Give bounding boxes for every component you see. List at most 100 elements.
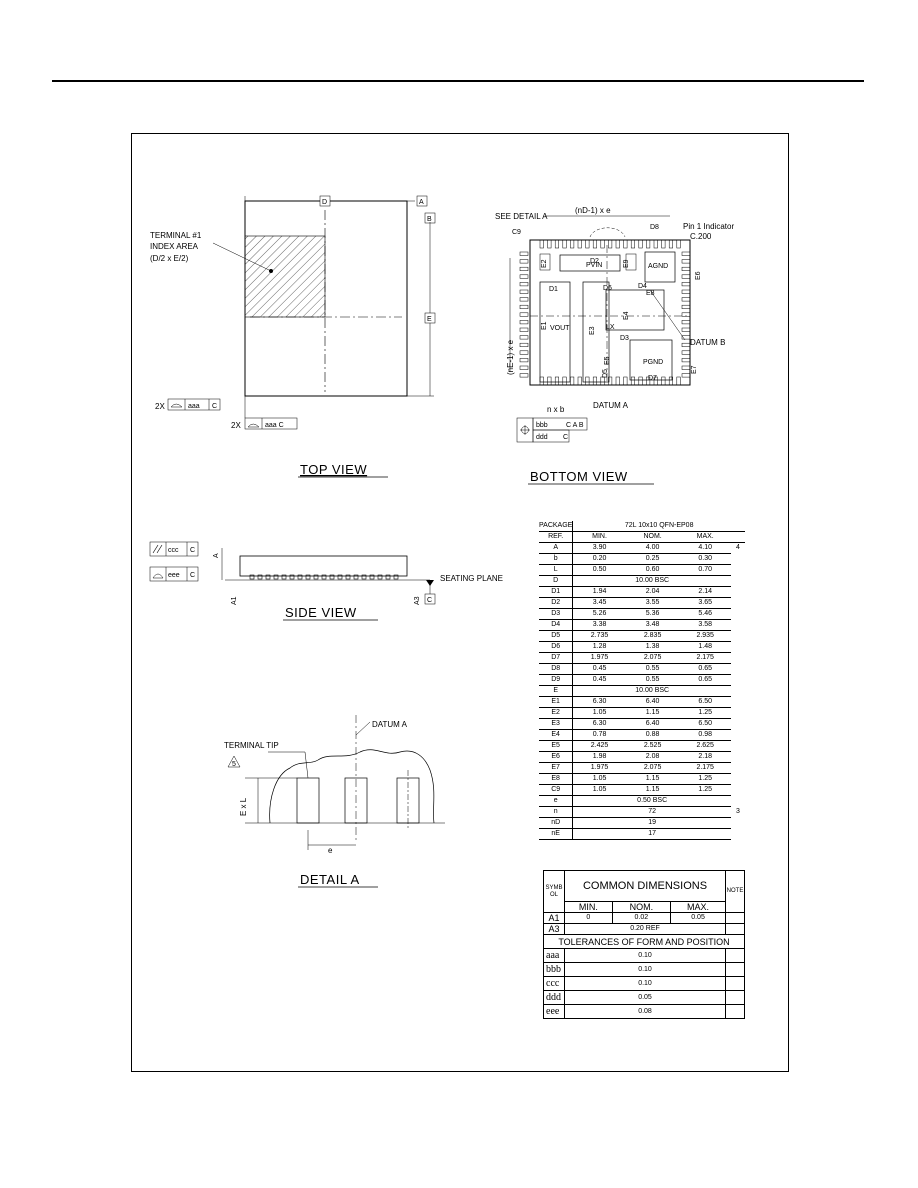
note-cell <box>731 752 745 763</box>
header-nom: NOM. <box>625 531 680 543</box>
note-cell <box>731 730 745 741</box>
pin-right <box>681 304 691 309</box>
pin-bottom <box>615 376 620 386</box>
pin-right <box>681 358 691 363</box>
value-cell: 1.975 <box>572 652 626 664</box>
pad-pgnd: PGND <box>643 359 663 366</box>
side-A3: A3 <box>414 596 421 605</box>
value-cell: 1.05 <box>572 707 626 719</box>
header-rule <box>52 80 864 82</box>
pin-top <box>554 239 559 249</box>
bv-dim-E6: E6 <box>695 271 702 280</box>
common-title: COMMON DIMENSIONS <box>564 870 726 902</box>
value-cell: 5.46 <box>679 608 731 620</box>
ref-cell: nE <box>539 828 574 840</box>
note-cell <box>731 741 745 752</box>
terminal-label-1: TERMINAL #1 <box>150 231 202 240</box>
value-cell: 0.45 <box>572 674 626 686</box>
note-cell: 4 <box>736 544 740 552</box>
tolerance-symbol: aaa <box>543 948 565 963</box>
pad-pvin: PVIN <box>586 262 602 269</box>
value-cell: 3.45 <box>572 597 626 609</box>
ref-cell: E <box>539 685 574 697</box>
pin-top <box>630 239 635 249</box>
ref-cell: E8 <box>539 773 574 785</box>
note-label: NOTE <box>725 870 745 913</box>
pin-right <box>681 297 691 302</box>
side-pads <box>249 574 399 580</box>
value-cell: 0.60 <box>625 564 680 576</box>
terminal-index-area <box>244 235 326 318</box>
side-datum-C: C <box>427 597 432 604</box>
pin-bottom <box>608 376 613 386</box>
note-cell <box>731 719 745 730</box>
side-body <box>239 555 408 577</box>
pin-right <box>681 320 691 325</box>
value-cell: 2.075 <box>625 762 680 774</box>
side-pad <box>377 574 383 580</box>
pin-top <box>623 239 628 249</box>
side-pad <box>273 574 279 580</box>
dim-D: D <box>322 199 327 206</box>
value-cell: 1.25 <box>679 773 731 785</box>
ref-cell: D8 <box>539 663 574 675</box>
side-pad <box>257 574 263 580</box>
symbol-label: SYMBOL <box>543 870 565 913</box>
note-cell <box>731 686 745 697</box>
pin-left <box>519 289 529 294</box>
value-cell: 6.40 <box>625 718 680 730</box>
ref-cell: E1 <box>539 696 574 708</box>
value-cell: 3.48 <box>625 619 680 631</box>
datum-b-label: DATUM B <box>690 338 725 347</box>
value-cell: 0.50 BSC <box>572 795 731 807</box>
dim-E: E <box>427 316 432 323</box>
ref-cell: E5 <box>539 740 574 752</box>
side-pad <box>369 574 375 580</box>
value-cell: 6.40 <box>625 696 680 708</box>
bv-dim-E8: E8 <box>646 290 655 297</box>
value-cell: 2.835 <box>625 630 680 642</box>
pin-left <box>519 350 529 355</box>
pin-right <box>681 335 691 340</box>
ref-cell: E3 <box>539 718 574 730</box>
side-view: ccc C eee C A A1 A3 C SEATING PLANE SIDE… <box>149 541 503 621</box>
fcf-bbb: bbb <box>536 422 548 429</box>
bv-dim-C9: C9 <box>512 229 521 236</box>
value-cell: 6.30 <box>572 718 626 730</box>
tolerance-title-row: TOLERANCES OF FORM AND POSITION <box>543 934 745 949</box>
detail-exl: E x L <box>239 797 248 816</box>
ref-cell: A <box>539 542 574 554</box>
top-view: TERMINAL #1 INDEX AREA (D/2 x E/2) D A E… <box>150 195 436 478</box>
value-cell: 19 <box>572 817 731 829</box>
value-cell: 6.50 <box>679 718 731 730</box>
note-cell <box>731 609 745 620</box>
bv-dim-E9: E9 <box>623 259 630 268</box>
ref-cell: n <box>539 806 574 818</box>
side-pad <box>337 574 343 580</box>
pin-top <box>615 239 620 249</box>
value-cell: 1.38 <box>625 641 680 653</box>
value-cell: 6.30 <box>572 696 626 708</box>
pin-right <box>681 312 691 317</box>
tol1-datum: C <box>212 403 217 410</box>
tolerance-value: 0.10 <box>564 948 726 963</box>
tol2-value: aaa C <box>265 422 284 429</box>
fcf-ddd-ref: C <box>563 434 568 441</box>
pin-left <box>519 312 529 317</box>
bv-dim-D1: D1 <box>549 286 558 293</box>
detail-tip: TERMINAL TIP <box>224 741 279 750</box>
pin-top <box>608 239 613 249</box>
pin-top <box>562 239 567 249</box>
bv-dim-E7: E7 <box>691 365 698 374</box>
bv-dim-E1: E1 <box>541 321 548 330</box>
tolerance-value: 0.10 <box>564 976 726 991</box>
